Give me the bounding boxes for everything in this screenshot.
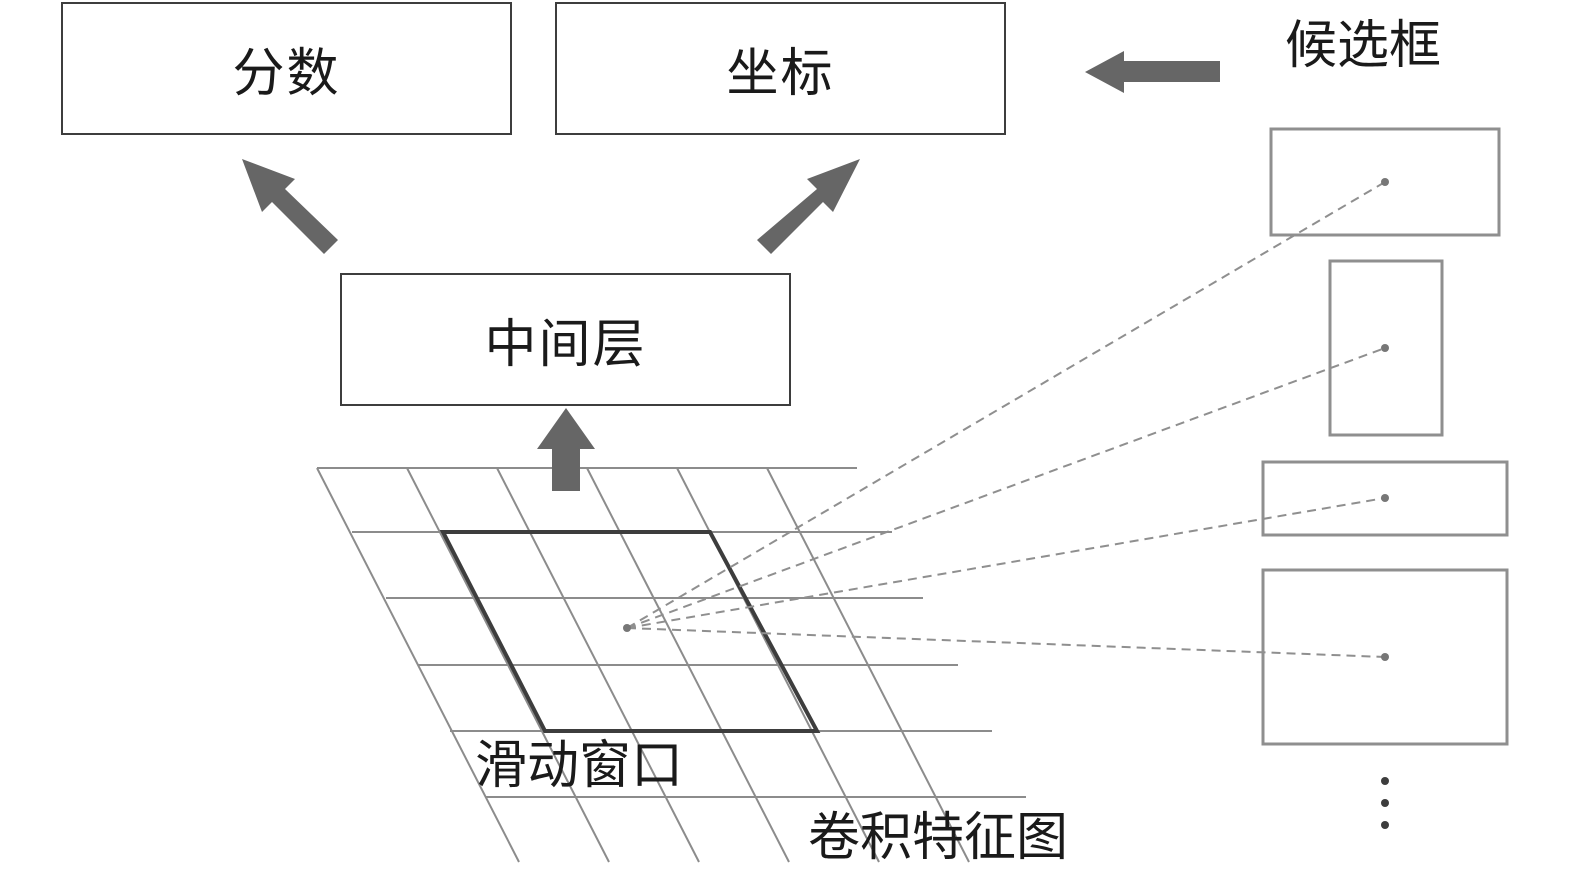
candidate-box-tall [1328,259,1444,437]
left-arrow-icon [1085,51,1220,93]
candidate-boxes [1261,127,1509,746]
sliding-window [439,530,821,733]
feature-map-label: 卷积特征图 [808,808,1069,868]
grid-slanted-line [766,467,970,863]
candidate-center-dot [1381,344,1389,352]
up-arrow-icon [537,408,595,491]
dashed-connector [626,627,1386,658]
up-left-arrow-icon [242,159,338,254]
candidate-center-dot [1381,178,1389,186]
coordinates-box: 坐标 [555,2,1006,135]
candidates-title: 候选框 [1285,16,1442,76]
window-center-dot [623,624,631,632]
candidate-center-dot [1381,653,1389,661]
grid-slanted-line [406,467,610,863]
candidate-box-flat [1261,460,1509,537]
ellipsis-icon [1381,777,1389,829]
grid-slanted-line [316,467,520,863]
dashed-connector [626,497,1386,629]
dashed-connector [626,181,1386,629]
up-right-arrow-icon [757,159,860,254]
feature-map-grid [316,467,1026,863]
arrows [242,51,1220,491]
candidate-box-large [1261,568,1509,746]
middle-layer-box: 中间层 [340,273,791,406]
sliding-window-label: 滑动窗口 [475,736,684,796]
anchor-connectors [626,181,1386,658]
score-label: 分数 [232,44,341,104]
anchor-points [623,178,1389,661]
coordinates-label: 坐标 [726,44,835,104]
candidate-box-wide [1269,127,1501,237]
middle-layer-label: 中间层 [484,315,647,375]
candidate-center-dot [1381,494,1389,502]
score-box: 分数 [61,2,512,135]
